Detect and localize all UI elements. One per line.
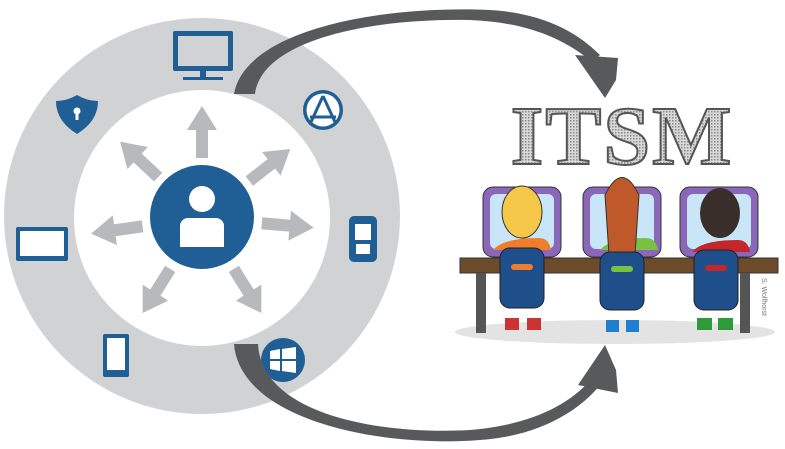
artist-signature: S. Wolfhorst [760,278,767,316]
tablet-icon [16,227,68,261]
curved-arrow-top [234,9,618,98]
arrow-up-left [120,141,163,182]
desktop-monitor-icon [173,31,233,80]
radiating-arrows [91,106,314,313]
user-icon [150,165,254,269]
security-shield-icon [56,95,98,134]
arrow-up [187,106,217,158]
arrow-down-left [142,265,176,313]
arrow-up-right [245,149,291,186]
windows-icon [261,338,305,382]
rugged-phone-icon [349,216,377,262]
kids-at-computers-illustration [455,177,779,344]
arrow-down-right [228,265,262,313]
app-store-icon [303,90,343,130]
itsm-title: ITSM [511,90,734,183]
arrow-left [91,215,144,246]
arrow-right [261,210,314,241]
curved-arrow-bottom [234,344,618,442]
smartphone-icon [103,334,129,377]
